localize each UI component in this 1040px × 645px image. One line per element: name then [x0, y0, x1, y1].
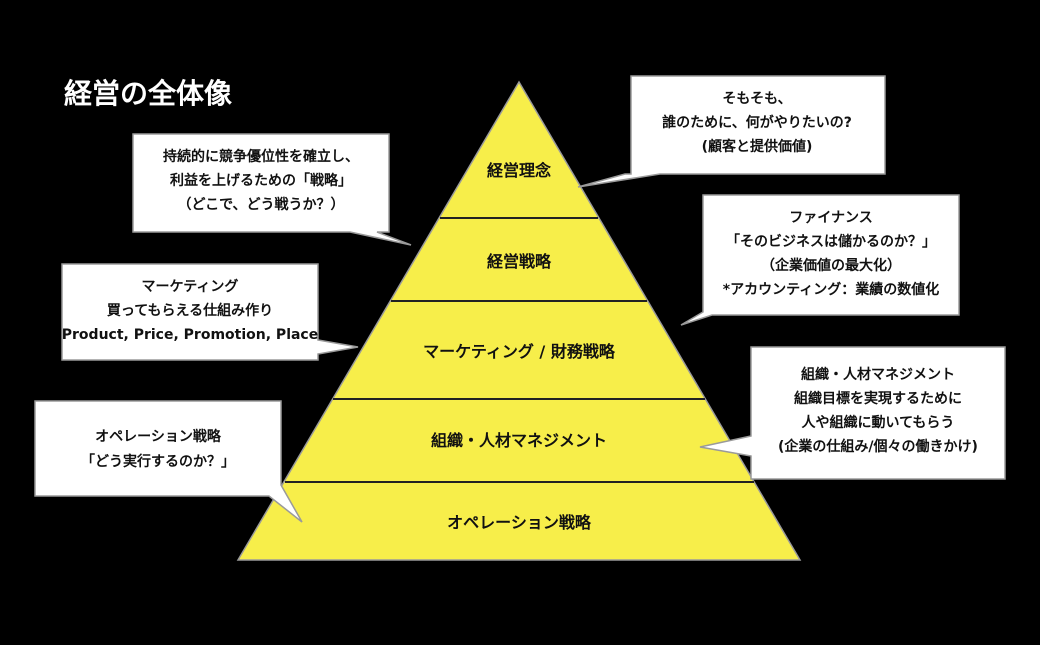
pyramid-shape	[236, 80, 802, 561]
callout-philosophy-line-1: そもそも、	[722, 91, 791, 107]
callout-organization-bubble	[699, 346, 1006, 480]
tier-label-organization: 組織・人材マネジメント	[431, 431, 607, 450]
callout-marketing-line-3: Product, Price, Promotion, Place	[62, 327, 318, 343]
callout-strategy-line-2: 利益を上げるための「戦略」	[170, 172, 352, 189]
callout-finance-line-2: 「そのビジネスは儲かるのか？」	[726, 233, 936, 250]
callout-philosophy-line-3: (顧客と提供価値)	[702, 138, 813, 155]
callout-marketing-line-2: 買ってもらえる仕組み作り	[107, 302, 273, 319]
callout-strategy: 持続的に競争優位性を確立し、 利益を上げるための「戦略」 （どこで、どう戦うか？…	[132, 133, 412, 246]
callout-finance-bubble	[680, 194, 960, 326]
callout-marketing-line-1: マーケティング	[142, 278, 239, 295]
tier-label-strategy: 経営戦略	[487, 252, 552, 271]
callout-organization-line-4: (企業の仕組み/個々の働きかけ)	[778, 438, 978, 455]
callout-organization-line-3: 人や組織に動いてもらう	[802, 414, 955, 431]
callout-operation-bubble	[34, 400, 303, 523]
page-title: 経営の全体像	[64, 77, 233, 110]
callout-operation-line-1: オペレーション戦略	[95, 428, 222, 445]
callout-organization-line-2: 組織目標を実現するために	[794, 390, 962, 407]
callout-philosophy-bubble	[577, 75, 886, 188]
callout-philosophy-line-2: 誰のために、何がやりたいの?	[662, 114, 852, 131]
callout-organization-line-1: 組織・人材マネジメント	[801, 366, 955, 383]
callout-philosophy: そもそも、 誰のために、何がやりたいの? (顧客と提供価値)	[577, 75, 886, 188]
callout-finance-line-4: *アカウンティング：業績の数値化	[723, 281, 939, 298]
callout-strategy-bubble	[132, 133, 412, 246]
callout-finance-line-3: （企業価値の最大化）	[761, 257, 901, 274]
callout-strategy-line-1: 持続的に競争優位性を確立し、	[163, 148, 359, 165]
callout-finance-line-1: ファイナンス	[789, 210, 872, 226]
tier-label-philosophy: 経営理念	[487, 161, 552, 180]
callout-marketing-bubble	[61, 263, 359, 361]
callout-operation: オペレーション戦略 「どう実行するのか？」	[34, 400, 303, 523]
callout-operation-line-2: 「どう実行するのか？」	[81, 453, 235, 470]
tier-label-operation: オペレーション戦略	[447, 513, 592, 532]
callout-strategy-line-3: （どこで、どう戦うか？）	[177, 196, 344, 213]
callout-marketing: マーケティング 買ってもらえる仕組み作り Product, Price, Pro…	[61, 263, 359, 361]
tier-label-marketing-finance: マーケティング / 財務戦略	[423, 342, 616, 361]
pyramid: 経営理念 経営戦略 マーケティング / 財務戦略 組織・人材マネジメント オペレ…	[236, 80, 802, 561]
callout-organization: 組織・人材マネジメント 組織目標を実現するために 人や組織に動いてもらう (企業…	[699, 346, 1006, 480]
callout-finance: ファイナンス 「そのビジネスは儲かるのか？」 （企業価値の最大化） *アカウンテ…	[680, 194, 960, 326]
